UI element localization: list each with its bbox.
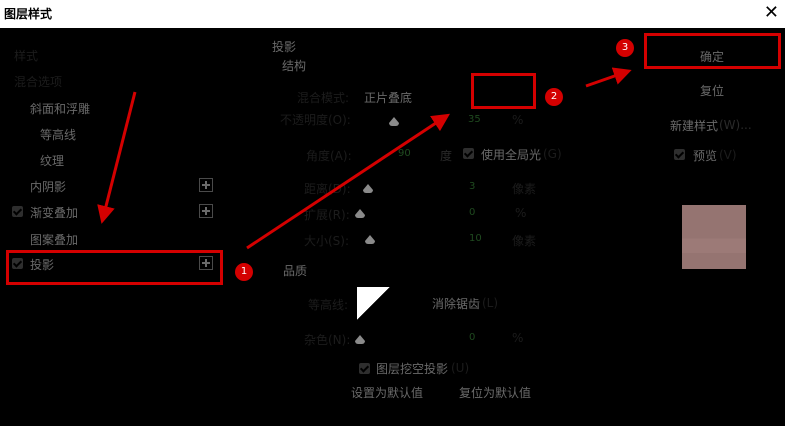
add-gradient-overlay-button[interactable] bbox=[199, 204, 213, 218]
blend-mode-select[interactable]: 正片叠底 bbox=[364, 91, 413, 105]
ok-button[interactable]: 确定 bbox=[700, 50, 725, 64]
distance-value[interactable]: 3 bbox=[469, 181, 476, 192]
sidebar-item-inner-shadow[interactable]: 内阴影 bbox=[30, 180, 67, 194]
set-default-button[interactable]: 设置为默认值 bbox=[351, 386, 424, 400]
spread-slider-thumb[interactable] bbox=[355, 209, 365, 218]
sidebar-item-contour[interactable]: 等高线 bbox=[40, 128, 77, 142]
arrow-to-color-swatch-icon bbox=[246, 113, 451, 250]
spread-value[interactable]: 0 bbox=[469, 207, 476, 218]
distance-unit: 像素 bbox=[512, 182, 537, 196]
blend-mode-label: 混合模式: bbox=[297, 91, 350, 105]
highlight-ok-button bbox=[644, 33, 781, 69]
quality-heading: 品质 bbox=[283, 264, 308, 278]
opacity-value[interactable]: 35 bbox=[468, 114, 481, 125]
antialias-key: (L) bbox=[482, 296, 499, 310]
size-unit: 像素 bbox=[512, 234, 537, 248]
angle-unit: 度 bbox=[440, 149, 453, 163]
sidebar-item-bevel-emboss[interactable]: 斜面和浮雕 bbox=[30, 102, 91, 116]
step-badge-1: 1 bbox=[235, 263, 253, 281]
distance-slider-thumb[interactable] bbox=[363, 184, 373, 193]
sidebar-item-pattern-overlay[interactable]: 图案叠加 bbox=[30, 233, 79, 247]
opacity-label: 不透明度(O): bbox=[280, 113, 351, 127]
size-slider-thumb[interactable] bbox=[365, 235, 375, 244]
preview-label[interactable]: 预览 bbox=[693, 149, 718, 163]
arrow-to-drop-shadow-icon bbox=[97, 91, 137, 224]
highlight-drop-shadow bbox=[6, 250, 223, 285]
reset-default-button[interactable]: 复位为默认值 bbox=[459, 386, 532, 400]
preview-key: (V) bbox=[719, 148, 737, 162]
sidebar-item-gradient-overlay[interactable]: 渐变叠加 bbox=[30, 206, 79, 220]
global-light-checkbox[interactable] bbox=[463, 148, 474, 159]
knockout-checkbox[interactable] bbox=[359, 363, 370, 374]
opacity-unit: % bbox=[512, 113, 524, 127]
window-title: 图层样式 bbox=[4, 7, 53, 21]
noise-value[interactable]: 0 bbox=[469, 332, 476, 343]
step-badge-2: 2 bbox=[545, 88, 563, 106]
sidebar-item-blending-options[interactable]: 混合选项 bbox=[14, 75, 63, 89]
knockout-label[interactable]: 图层挖空投影 bbox=[376, 362, 449, 376]
title-bar: 图层样式 ✕ bbox=[0, 0, 785, 28]
add-drop-shadow-button[interactable] bbox=[199, 256, 213, 270]
contour-picker[interactable] bbox=[357, 287, 390, 320]
highlight-color-swatch bbox=[471, 73, 536, 109]
spread-label: 扩展(R): bbox=[304, 208, 350, 222]
gradient-overlay-checkbox[interactable] bbox=[12, 206, 23, 217]
style-preview-swatch bbox=[682, 205, 746, 269]
sidebar-item-texture[interactable]: 纹理 bbox=[40, 154, 65, 168]
add-inner-shadow-button[interactable] bbox=[199, 178, 213, 192]
global-light-key: (G) bbox=[543, 147, 562, 161]
size-label: 大小(S): bbox=[304, 234, 350, 248]
spread-unit: % bbox=[515, 206, 527, 220]
preview-checkbox[interactable] bbox=[674, 149, 685, 160]
new-style-key: (W)... bbox=[719, 118, 752, 132]
sidebar-item-styles[interactable]: 样式 bbox=[14, 49, 39, 63]
structure-heading: 结构 bbox=[282, 59, 307, 73]
noise-slider-thumb[interactable] bbox=[355, 335, 365, 344]
angle-label: 角度(A): bbox=[306, 149, 352, 163]
reset-button[interactable]: 复位 bbox=[700, 84, 725, 98]
sidebar-item-drop-shadow[interactable]: 投影 bbox=[30, 258, 55, 272]
global-light-label[interactable]: 使用全局光 bbox=[481, 148, 542, 162]
section-title: 投影 bbox=[272, 40, 297, 54]
noise-unit: % bbox=[512, 331, 524, 345]
close-icon[interactable]: ✕ bbox=[763, 2, 779, 23]
noise-label: 杂色(N): bbox=[304, 333, 351, 347]
opacity-slider-thumb[interactable] bbox=[389, 117, 399, 126]
antialias-label[interactable]: 消除锯齿 bbox=[432, 297, 481, 311]
arrow-to-ok-button-icon bbox=[585, 67, 632, 88]
drop-shadow-checkbox[interactable] bbox=[12, 258, 23, 269]
size-value[interactable]: 10 bbox=[469, 233, 482, 244]
contour-label: 等高线: bbox=[308, 298, 349, 312]
knockout-key: (U) bbox=[451, 361, 470, 375]
step-badge-3: 3 bbox=[616, 39, 634, 57]
angle-value[interactable]: 90 bbox=[398, 148, 411, 159]
new-style-button[interactable]: 新建样式 bbox=[670, 119, 719, 133]
